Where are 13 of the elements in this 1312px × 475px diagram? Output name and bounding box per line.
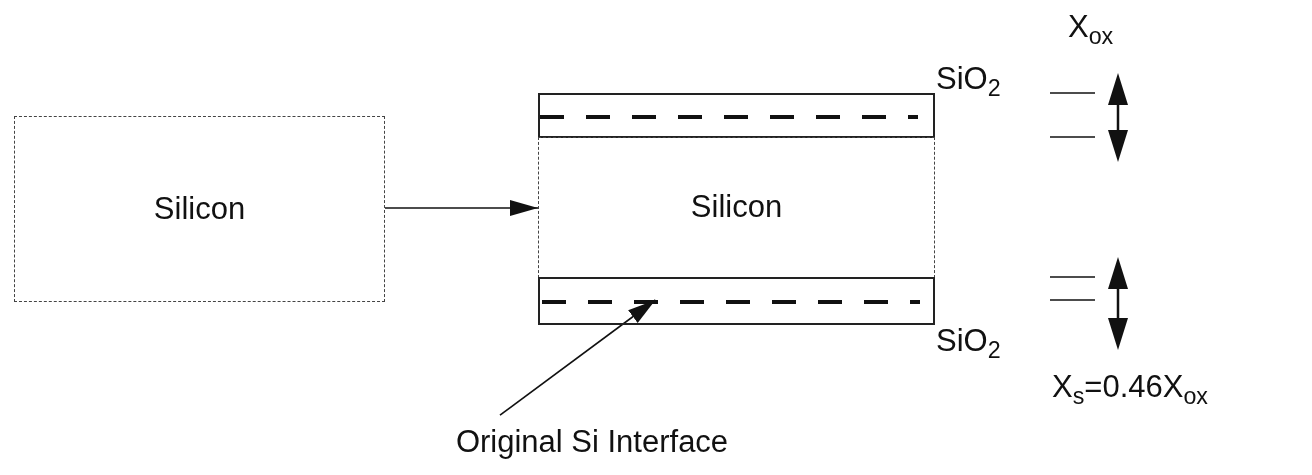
arrow [384,200,539,216]
silicon-layer [538,137,935,278]
process-box [14,116,385,302]
callout-text: Original Si Interface [392,418,792,466]
thickness-label: X$_{ox}$ [1068,10,1114,50]
box-label: Silicon [153,191,246,227]
layer-label: SiO$_{2}$ [936,62,1001,102]
oxide-layer [538,93,935,138]
leader-line [499,299,657,416]
layer-label: SiO$_{2}$ [936,324,1001,364]
formula-label: X$_{s}$=0.46X$_{ox}$ [1052,370,1208,410]
box-label: Silicon [690,190,783,225]
oxide-layer [538,277,935,325]
